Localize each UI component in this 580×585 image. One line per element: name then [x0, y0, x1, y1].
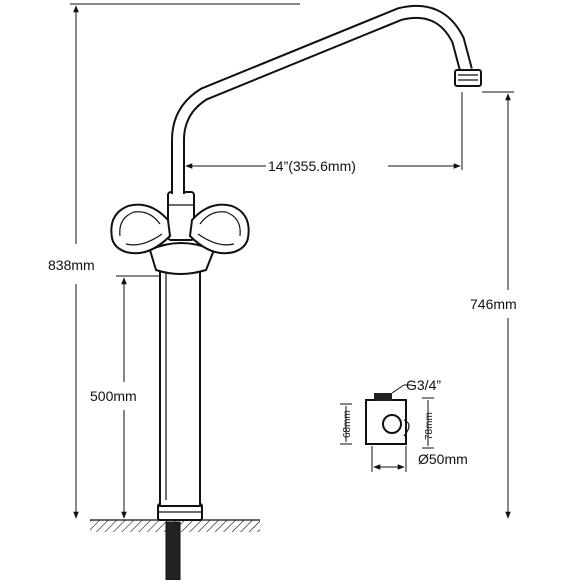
- supply-pipe: [165, 521, 181, 581]
- total-height-label: 838mm: [48, 257, 95, 273]
- total-height-dimension: 838mm: [48, 3, 300, 519]
- detail-height-b-label: 78mm: [424, 412, 435, 440]
- outlet-height-label: 746mm: [470, 296, 517, 312]
- right-handle: [188, 203, 250, 255]
- detail-height-a-label: 68mm: [342, 410, 353, 438]
- swivel-spout: [171, 4, 482, 194]
- outlet-height-dimension: 746mm: [470, 91, 517, 519]
- body-height-label: 500mm: [90, 388, 137, 404]
- left-handle: [110, 203, 172, 255]
- spout-reach-label: 14”(355.6mm): [268, 158, 356, 174]
- spout-reach-dimension: 14”(355.6mm): [185, 92, 463, 174]
- body-height-dimension: 500mm: [90, 275, 160, 519]
- mixer-head: [148, 191, 216, 275]
- connector-thread-stub: [374, 393, 392, 401]
- faucet-body: [159, 267, 201, 507]
- connector-detail-view: 68mm 78mm G3/4” Ø50mm: [340, 377, 468, 472]
- thread-label: G3/4”: [406, 377, 441, 393]
- base-diameter-label: Ø50mm: [418, 451, 468, 467]
- connector-port: [382, 414, 402, 434]
